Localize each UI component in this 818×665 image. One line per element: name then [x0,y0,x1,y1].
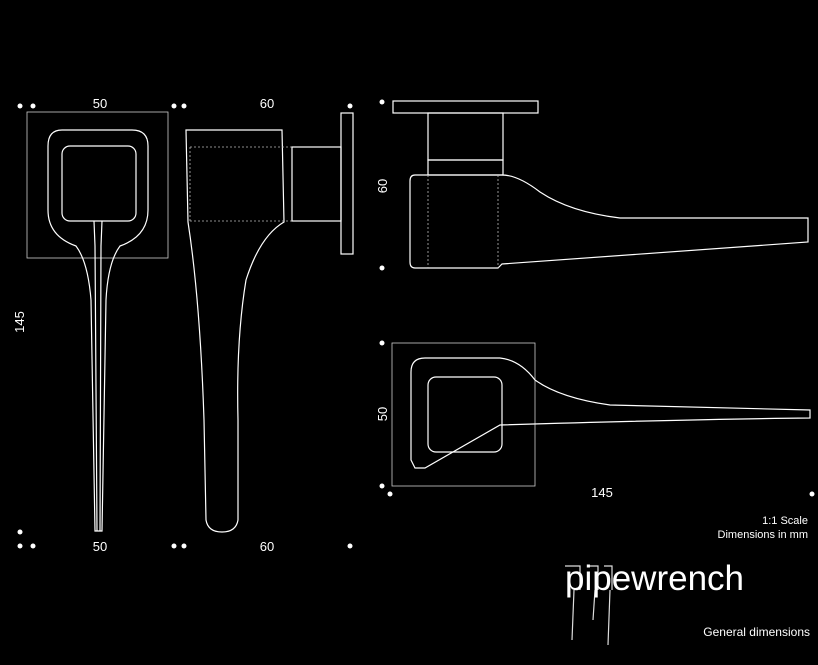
dimension-dot [171,543,177,549]
dimension-dot [17,529,23,535]
side-spindle-neck [291,146,342,222]
dimension-label-plan-height: 50 [375,407,390,421]
dimension-label-front-height: 145 [12,311,27,333]
plan-view [391,342,811,487]
dimension-dot [181,543,187,549]
dimension-label-plan-length: 145 [591,485,613,500]
dimension-dot [379,340,385,346]
dimension-label-front-width-top: 50 [93,96,107,111]
top-rose-plate [392,100,539,114]
plan-rose-outline [391,342,536,487]
side-rose-plate [340,112,354,255]
dimension-label-side-depth-bottom: 60 [260,539,274,554]
top-hidden-lines [427,175,499,268]
front-handle-opening [61,145,137,222]
dimension-dot [17,103,23,109]
dimension-markers [17,99,815,549]
caption-general-dimensions: General dimensions [703,625,810,639]
dimension-dot [30,543,36,549]
side-view [185,112,354,533]
dimension-dot [379,99,385,105]
dimension-dot [809,491,815,497]
top-neck-collar [427,159,504,176]
dimension-dot [387,491,393,497]
scale-note: 1:1 Scale [762,515,808,527]
front-stem-line-left [93,220,98,532]
dimension-label-top-depth: 60 [375,179,390,193]
logo-drip-mark [565,565,613,646]
dimension-dot [379,265,385,271]
dimension-dot [347,103,353,109]
front-handle-outline [47,129,149,532]
side-handle-outline [185,129,285,533]
dimension-dot [17,543,23,549]
dimension-label-side-depth-top: 60 [260,96,274,111]
dimension-dot [379,483,385,489]
dimension-dot [181,103,187,109]
dimension-dot [171,103,177,109]
top-lever-outline [409,174,809,269]
logo-text: pipewrench [565,559,744,598]
front-view [26,111,169,532]
plan-handle-opening [427,376,503,453]
dimension-dot [347,543,353,549]
dimension-dot [30,103,36,109]
front-rose-outline [26,111,169,259]
units-note: Dimensions in mm [718,529,808,541]
plan-lever-outline [410,357,811,469]
dimension-label-front-width-bottom: 50 [93,539,107,554]
top-neck [427,112,504,161]
side-hidden-lines [189,146,292,222]
front-stem-line-right [99,220,103,532]
pipewrench-logo: pipewrench [565,559,744,646]
top-view [392,100,809,269]
